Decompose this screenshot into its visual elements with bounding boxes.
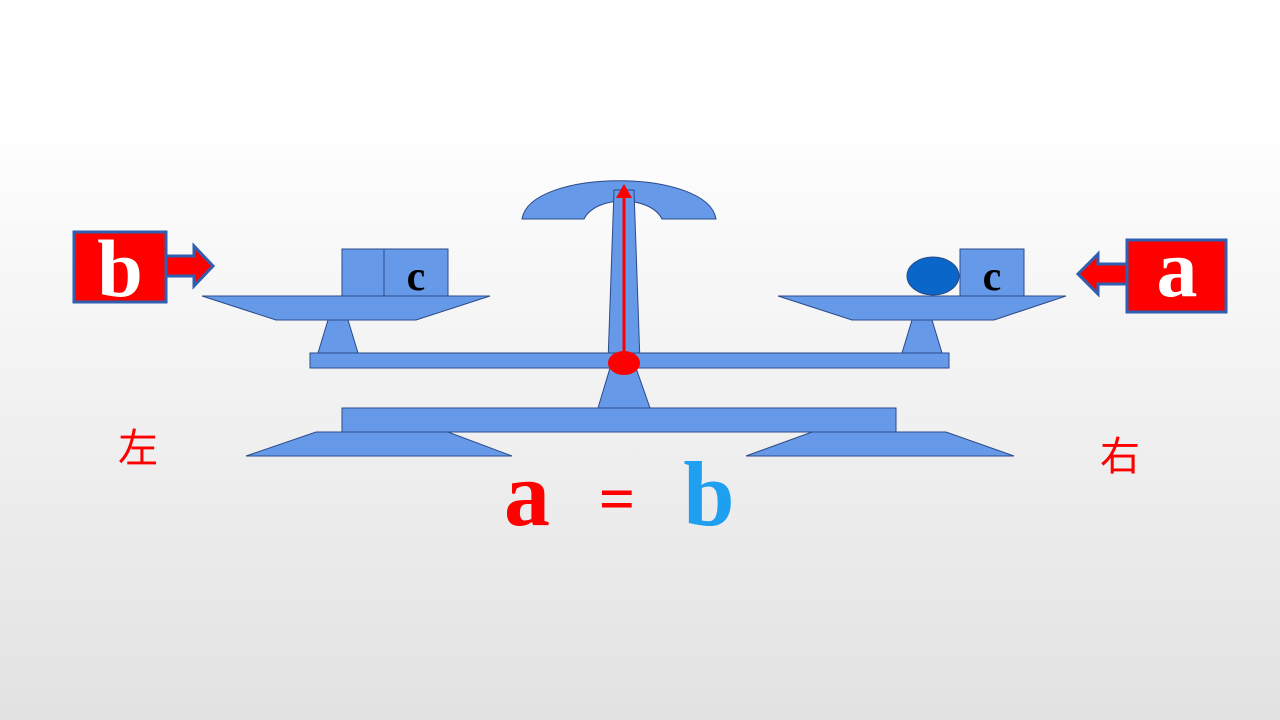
pointer-needle	[608, 184, 640, 375]
arrow-right-icon	[164, 242, 216, 290]
left-block-c	[383, 248, 449, 297]
pointer-arrow-icon	[616, 184, 632, 198]
right-tag-box	[1125, 238, 1228, 314]
left-block-plain	[341, 248, 385, 297]
base-plate	[341, 407, 897, 433]
base-foot-left	[245, 431, 513, 457]
equation-rhs: b	[683, 443, 734, 545]
left-side-label: 左	[118, 426, 158, 472]
scale-pillar	[521, 180, 717, 363]
base-foot-right	[745, 431, 1015, 457]
ball-weight	[906, 256, 960, 296]
arrow-left-icon	[1075, 250, 1129, 298]
equation-lhs: a	[504, 443, 550, 545]
pivot-dot	[608, 351, 640, 375]
left-block-label: c	[407, 254, 426, 300]
left-tag-label: b	[97, 223, 143, 314]
right-pan-support	[901, 319, 943, 354]
right-block-c	[959, 248, 1025, 297]
left-pan-tray	[201, 295, 491, 321]
left-tag: b	[72, 223, 216, 314]
right-pan-tray	[777, 295, 1067, 321]
left-pan-support	[317, 319, 359, 354]
right-pan	[777, 248, 1067, 354]
scale-base	[245, 367, 1015, 457]
left-tag-box	[72, 230, 168, 304]
right-side-label: 右	[1100, 434, 1140, 480]
right-tag-label: a	[1157, 223, 1198, 314]
left-pan	[201, 248, 491, 354]
right-block-label: c	[983, 254, 1002, 300]
equation-operator: =	[599, 463, 635, 534]
right-tag: a	[1075, 223, 1228, 314]
